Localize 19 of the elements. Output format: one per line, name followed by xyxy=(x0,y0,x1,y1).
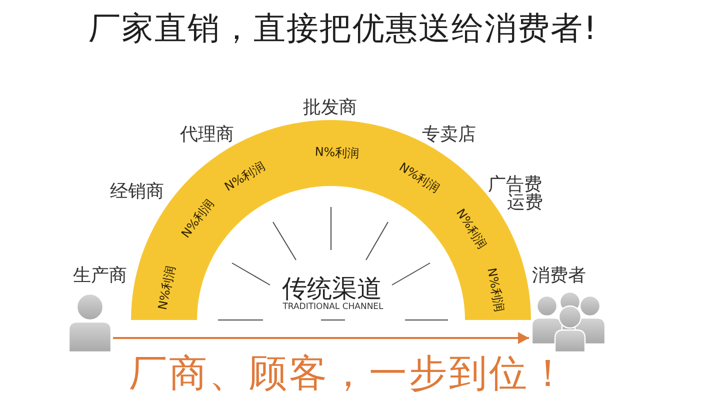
profit-label: N%利润 xyxy=(397,161,442,196)
channel-stage-label: 经销商 xyxy=(110,182,164,202)
profit-label: N%利润 xyxy=(484,266,506,313)
profit-label: N%利润 xyxy=(222,160,268,194)
profit-label: N%利润 xyxy=(179,198,216,242)
channel-stage-label: 专卖店 xyxy=(422,125,476,145)
channel-title: 传统渠道 xyxy=(282,275,382,302)
channel-stage-label: 代理商 xyxy=(180,125,234,145)
channel-subtitle: TRADITIONAL CHANNEL xyxy=(282,303,384,312)
channel-stage-label: 运费 xyxy=(507,193,543,213)
channel-stage-label: 批发商 xyxy=(303,98,357,118)
profit-label: N%利润 xyxy=(453,206,489,252)
slogan-text: 厂商、顾客，一步到位！ xyxy=(129,353,569,395)
node-label: 生产商 xyxy=(73,266,127,286)
arrow xyxy=(113,332,529,344)
node-label: 消费者 xyxy=(532,266,586,286)
profit-label: N%利润 xyxy=(156,265,178,312)
profit-label: N%利润 xyxy=(314,146,360,160)
title: 厂家直销，直接把优惠送给消费者! xyxy=(88,11,598,46)
